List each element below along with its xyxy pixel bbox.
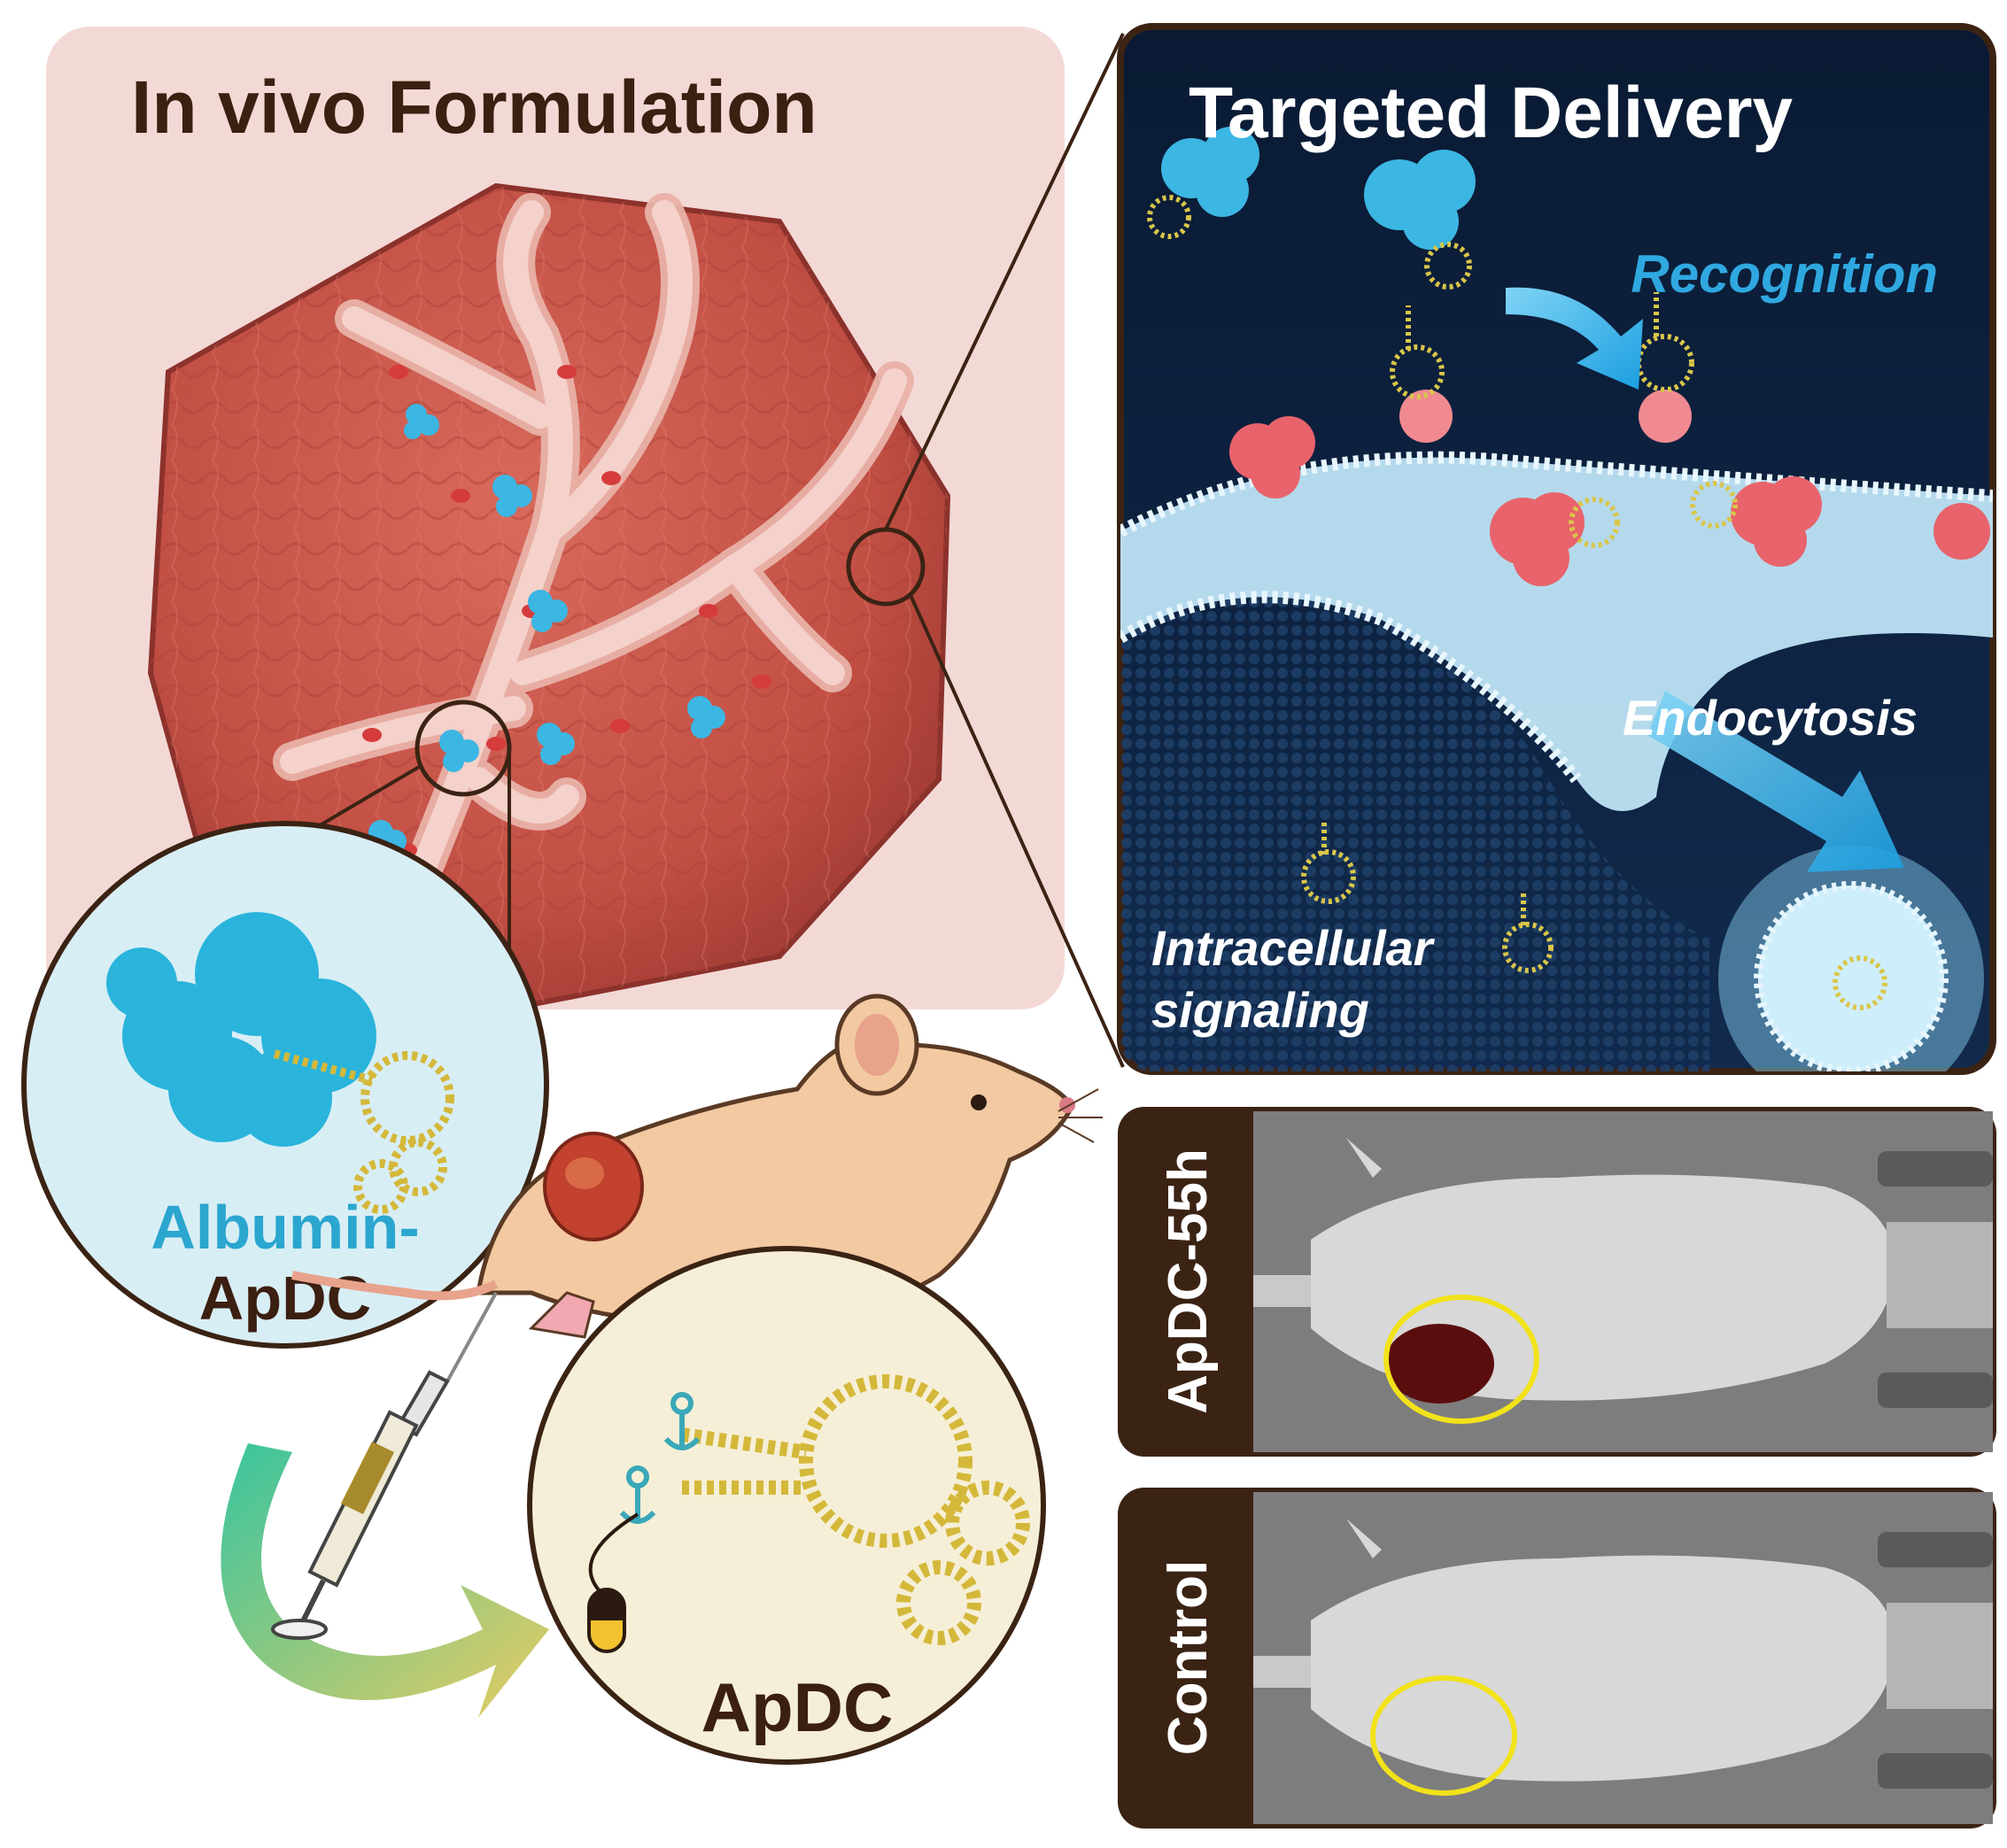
tumor-icon (543, 1132, 644, 1241)
imaging-panel-control: Control (1118, 1488, 1996, 1829)
endocytosis-label: Endocytosis (1623, 690, 1918, 746)
syringe-icon (271, 1292, 498, 1640)
injection-arrow-icon (221, 1443, 549, 1718)
imaging-panel-apdc: ApDC-55h (1118, 1107, 1996, 1457)
aptamer-icons (1147, 195, 1887, 1010)
albumin-protein-icon (106, 912, 376, 1147)
tumor-roi (1383, 1295, 1539, 1424)
red-blood-cells (362, 365, 771, 857)
imaging-label-control: Control (1158, 1560, 1219, 1755)
albumin-complexes (368, 404, 725, 862)
aptamer-strand-icon (273, 1049, 454, 1214)
delivery-title: Targeted Delivery (1189, 73, 1794, 153)
apdc-label: ApDC (701, 1668, 894, 1746)
tumor-roi (1370, 1675, 1517, 1796)
drug-capsule-icon (587, 1588, 626, 1653)
zoom-marker-vessel (415, 700, 512, 797)
endocytosis-arrow-icon (1647, 691, 1904, 872)
albumin-apdc-label-line2: ApDC (199, 1264, 371, 1333)
mouse-silhouette (1311, 1555, 1895, 1782)
targeted-delivery-panel: Targeted Delivery Recognition Endocytosi… (1117, 23, 1996, 1075)
intracellular-label-line1: Intracellular (1151, 920, 1436, 976)
imaging-label-apdc: ApDC-55h (1158, 1148, 1219, 1414)
albumin-apdc-zoom: Albumin- ApDC (21, 821, 549, 1349)
drug-linker (588, 1512, 639, 1596)
anchor-icon (619, 1392, 701, 1524)
apdc-zoom: ApDC (527, 1246, 1046, 1765)
albumin-complexes (1161, 127, 1476, 250)
mouse-illustration (291, 994, 1103, 1348)
recognition-arrow-icon (1506, 287, 1643, 390)
intracellular-label-line2: signaling (1151, 982, 1369, 1038)
aptamer-strand-icon (680, 1374, 1030, 1645)
tumor-signal (1384, 1324, 1494, 1403)
receptor-proteins (1229, 390, 1990, 586)
albumin-apdc-label-line1: Albumin- (151, 1193, 419, 1262)
recognition-label: Recognition (1631, 244, 1938, 304)
formulation-title: In vivo Formulation (131, 66, 818, 149)
